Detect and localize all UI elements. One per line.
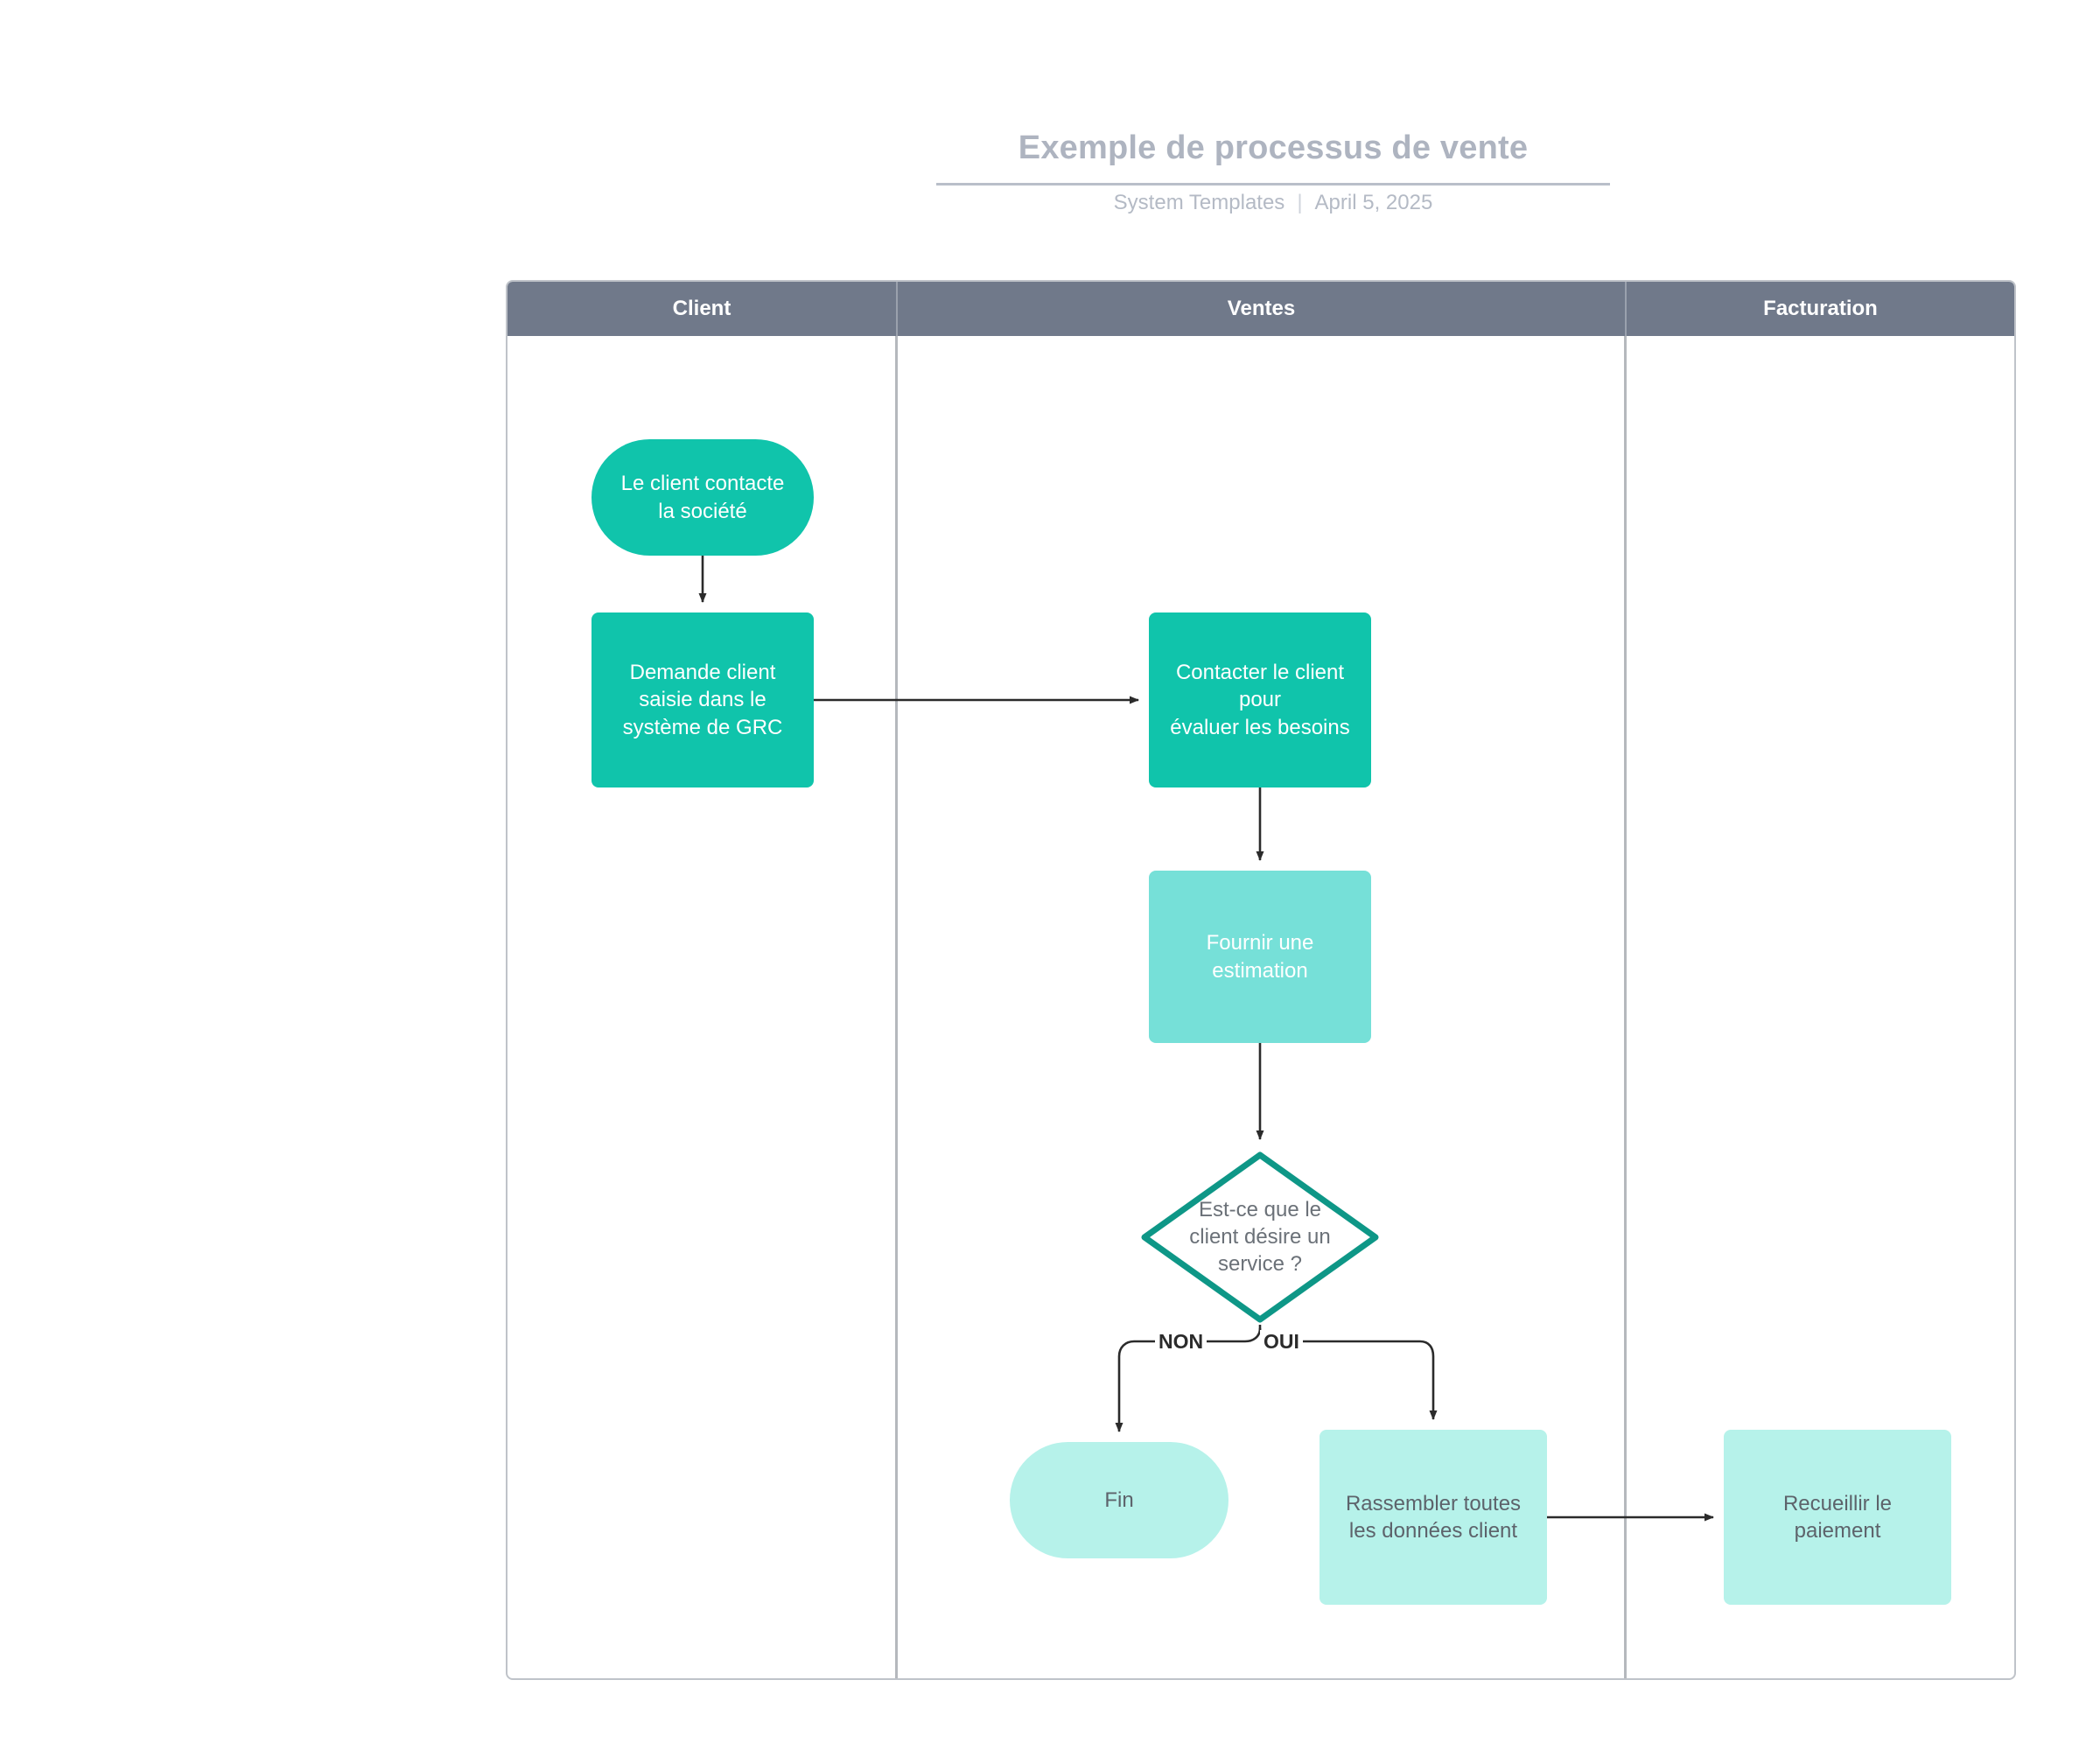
- flow-node-gather-data[interactable]: Rassembler toutes les données client: [1320, 1430, 1547, 1605]
- flow-node-contact-customer-label: Contacter le client pour évaluer les bes…: [1170, 661, 1350, 739]
- flow-node-contact-customer[interactable]: Contacter le client pour évaluer les bes…: [1149, 612, 1371, 788]
- page-title: Exemple de processus de vente: [936, 130, 1610, 186]
- edge-label-oui: OUI: [1260, 1330, 1303, 1354]
- swimlane-header-row: Client Ventes Facturation: [508, 282, 2014, 336]
- flow-node-crm-entry[interactable]: Demande client saisie dans le système de…: [592, 612, 814, 788]
- subtitle-date: April 5, 2025: [1314, 191, 1433, 214]
- flow-node-provide-estimate[interactable]: Fournir une estimation: [1149, 871, 1371, 1043]
- flow-node-crm-entry-label: Demande client saisie dans le système de…: [622, 661, 783, 739]
- flow-node-provide-estimate-label: Fournir une estimation: [1206, 931, 1314, 983]
- flow-node-decision-label: Est-ce que le client désire un service ?: [1189, 1198, 1331, 1277]
- edge-label-non: NON: [1155, 1330, 1208, 1354]
- flow-node-end[interactable]: Fin: [1010, 1442, 1228, 1558]
- swimlane-diagram: Client Ventes Facturation: [506, 280, 2016, 1680]
- lane-divider-client-ventes: [895, 336, 898, 1678]
- flow-node-collect-payment-label: Recueillir le paiement: [1782, 1491, 1893, 1543]
- lane-header-ventes[interactable]: Ventes: [896, 282, 1625, 336]
- flow-node-end-label: Fin: [1104, 1488, 1134, 1512]
- document-subtitle: System Templates | April 5, 2025: [936, 191, 1610, 215]
- flow-node-collect-payment[interactable]: Recueillir le paiement: [1724, 1430, 1951, 1605]
- lane-header-client[interactable]: Client: [672, 297, 732, 320]
- flow-node-decision[interactable]: Est-ce que le client désire un service ?: [1139, 1150, 1381, 1325]
- flow-node-gather-data-label: Rassembler toutes les données client: [1345, 1491, 1522, 1543]
- flow-node-start-label: Le client contacte la société: [620, 472, 785, 523]
- lane-header-facturation[interactable]: Facturation: [1625, 282, 2014, 336]
- lane-divider-ventes-facturation: [1624, 336, 1627, 1678]
- flow-node-start[interactable]: Le client contacte la société: [592, 439, 814, 556]
- decision-diamond-shape: [1141, 1152, 1379, 1323]
- subtitle-separator: |: [1297, 191, 1303, 214]
- subtitle-author: System Templates: [1113, 191, 1285, 214]
